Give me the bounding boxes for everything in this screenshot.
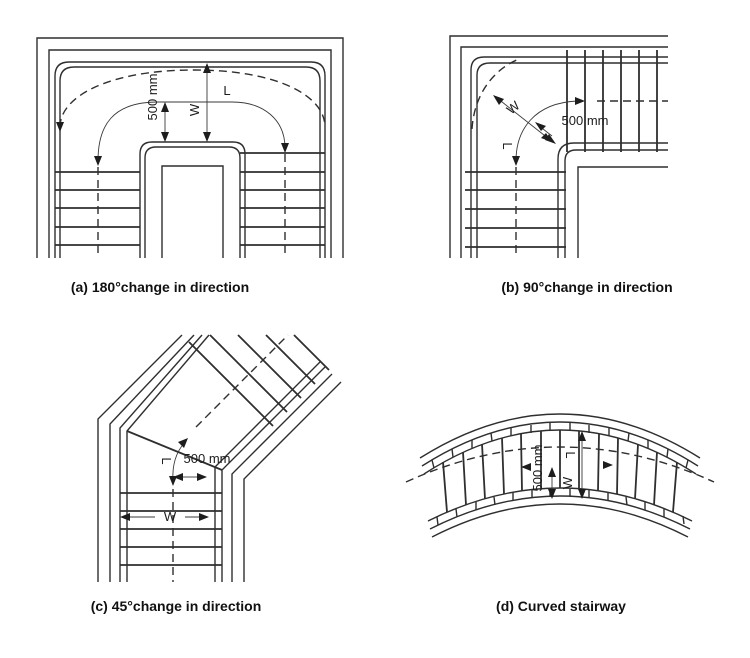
string-outer bbox=[54, 61, 326, 258]
well-inner bbox=[144, 146, 241, 258]
panel-curved-stairway: 500 mm L W (d) Curved stairway bbox=[405, 413, 715, 614]
length-line bbox=[515, 100, 578, 162]
inner-wall-right bbox=[231, 373, 333, 582]
width-label: W bbox=[164, 509, 177, 524]
walking-line-diagonal bbox=[195, 334, 289, 428]
string-inner bbox=[476, 62, 668, 258]
inner-wall bbox=[48, 49, 332, 258]
length-arrow-bottom bbox=[169, 476, 177, 486]
width-label: W bbox=[560, 476, 575, 489]
inner-wall-left bbox=[109, 334, 195, 582]
width-arrow-left bbox=[120, 513, 130, 521]
mitre-line bbox=[126, 430, 223, 471]
length-arrow-right bbox=[281, 143, 289, 153]
string-outer bbox=[470, 56, 668, 258]
outer-wall-right bbox=[243, 381, 342, 582]
offset-arrow-corner bbox=[545, 134, 556, 144]
offset-label: 500 mm bbox=[184, 451, 231, 466]
width-arrow-bottom bbox=[203, 132, 211, 142]
panel-45-turn: L 500 mm W (c) 45°change in direction bbox=[91, 334, 342, 614]
treads-curved bbox=[442, 430, 678, 513]
well-outer bbox=[139, 141, 246, 258]
panel-180-turn: 500 mm W L (a) 180°change in direction bbox=[36, 37, 344, 295]
offset-label: 500 mm bbox=[530, 445, 545, 492]
offset-arrow-right bbox=[197, 473, 207, 481]
walking-line-arc bbox=[471, 58, 520, 130]
panel-90-turn: W L 500 mm (b) 90°change in direction bbox=[449, 35, 673, 295]
treads-lower-flight bbox=[120, 492, 222, 566]
walking-arc-arrow bbox=[56, 122, 64, 132]
width-arrow-bottom bbox=[578, 489, 586, 499]
width-arrow-right bbox=[199, 513, 209, 521]
width-label: W bbox=[504, 97, 524, 117]
walking-arrow-right bbox=[603, 461, 613, 469]
offset-arrow-top bbox=[548, 467, 556, 477]
length-label: L bbox=[500, 142, 515, 149]
width-dim-line bbox=[496, 97, 550, 140]
inner-string-inner bbox=[564, 149, 668, 258]
treads-upper-flight bbox=[188, 334, 330, 427]
width-arrow-top bbox=[203, 63, 211, 73]
walking-arrow-left bbox=[521, 463, 531, 471]
length-arrow-right bbox=[575, 97, 585, 105]
string-left-outer bbox=[119, 334, 203, 582]
offset-arrow-top bbox=[161, 102, 169, 112]
offset-arrow-bottom bbox=[548, 489, 556, 499]
outer-wall bbox=[449, 35, 668, 258]
landing-wall bbox=[577, 166, 668, 258]
length-arrow-top bbox=[178, 438, 188, 448]
offset-arrow-outer bbox=[535, 122, 546, 131]
well-opening bbox=[161, 165, 224, 258]
outer-band-ticks bbox=[431, 423, 689, 469]
outer-string-1 bbox=[421, 421, 699, 467]
caption-a: (a) 180°change in direction bbox=[71, 279, 249, 295]
offset-arrow-bottom bbox=[161, 132, 169, 142]
outer-wall bbox=[36, 37, 344, 258]
width-label: W bbox=[187, 103, 202, 116]
offset-arrow-left bbox=[173, 473, 183, 481]
length-label: L bbox=[159, 457, 174, 464]
width-arrow-top bbox=[578, 431, 586, 441]
caption-b: (b) 90°change in direction bbox=[501, 279, 672, 295]
caption-c: (c) 45°change in direction bbox=[91, 598, 262, 614]
offset-label: 500 mm bbox=[145, 74, 160, 121]
length-label: L bbox=[563, 451, 578, 458]
caption-d: (d) Curved stairway bbox=[496, 598, 626, 614]
length-arrow-left bbox=[94, 156, 102, 166]
outer-wall-left bbox=[97, 334, 183, 582]
inner-string-1 bbox=[427, 487, 693, 522]
length-arrow-bottom bbox=[512, 156, 520, 166]
walking-line-arc bbox=[59, 69, 326, 128]
inner-string-2 bbox=[429, 495, 691, 530]
width-arrow-outer bbox=[493, 95, 504, 105]
length-label: L bbox=[223, 83, 230, 98]
inner-string-outer bbox=[557, 142, 668, 258]
offset-label: 500 mm bbox=[562, 113, 609, 128]
length-line bbox=[97, 101, 286, 162]
string-right-inner bbox=[214, 361, 321, 582]
walking-line-arc bbox=[405, 446, 715, 483]
inner-edge bbox=[431, 503, 689, 538]
outer-edge bbox=[419, 413, 701, 459]
inner-wall bbox=[460, 46, 668, 258]
string-inner bbox=[59, 66, 321, 258]
treads-right-flight bbox=[240, 152, 325, 246]
